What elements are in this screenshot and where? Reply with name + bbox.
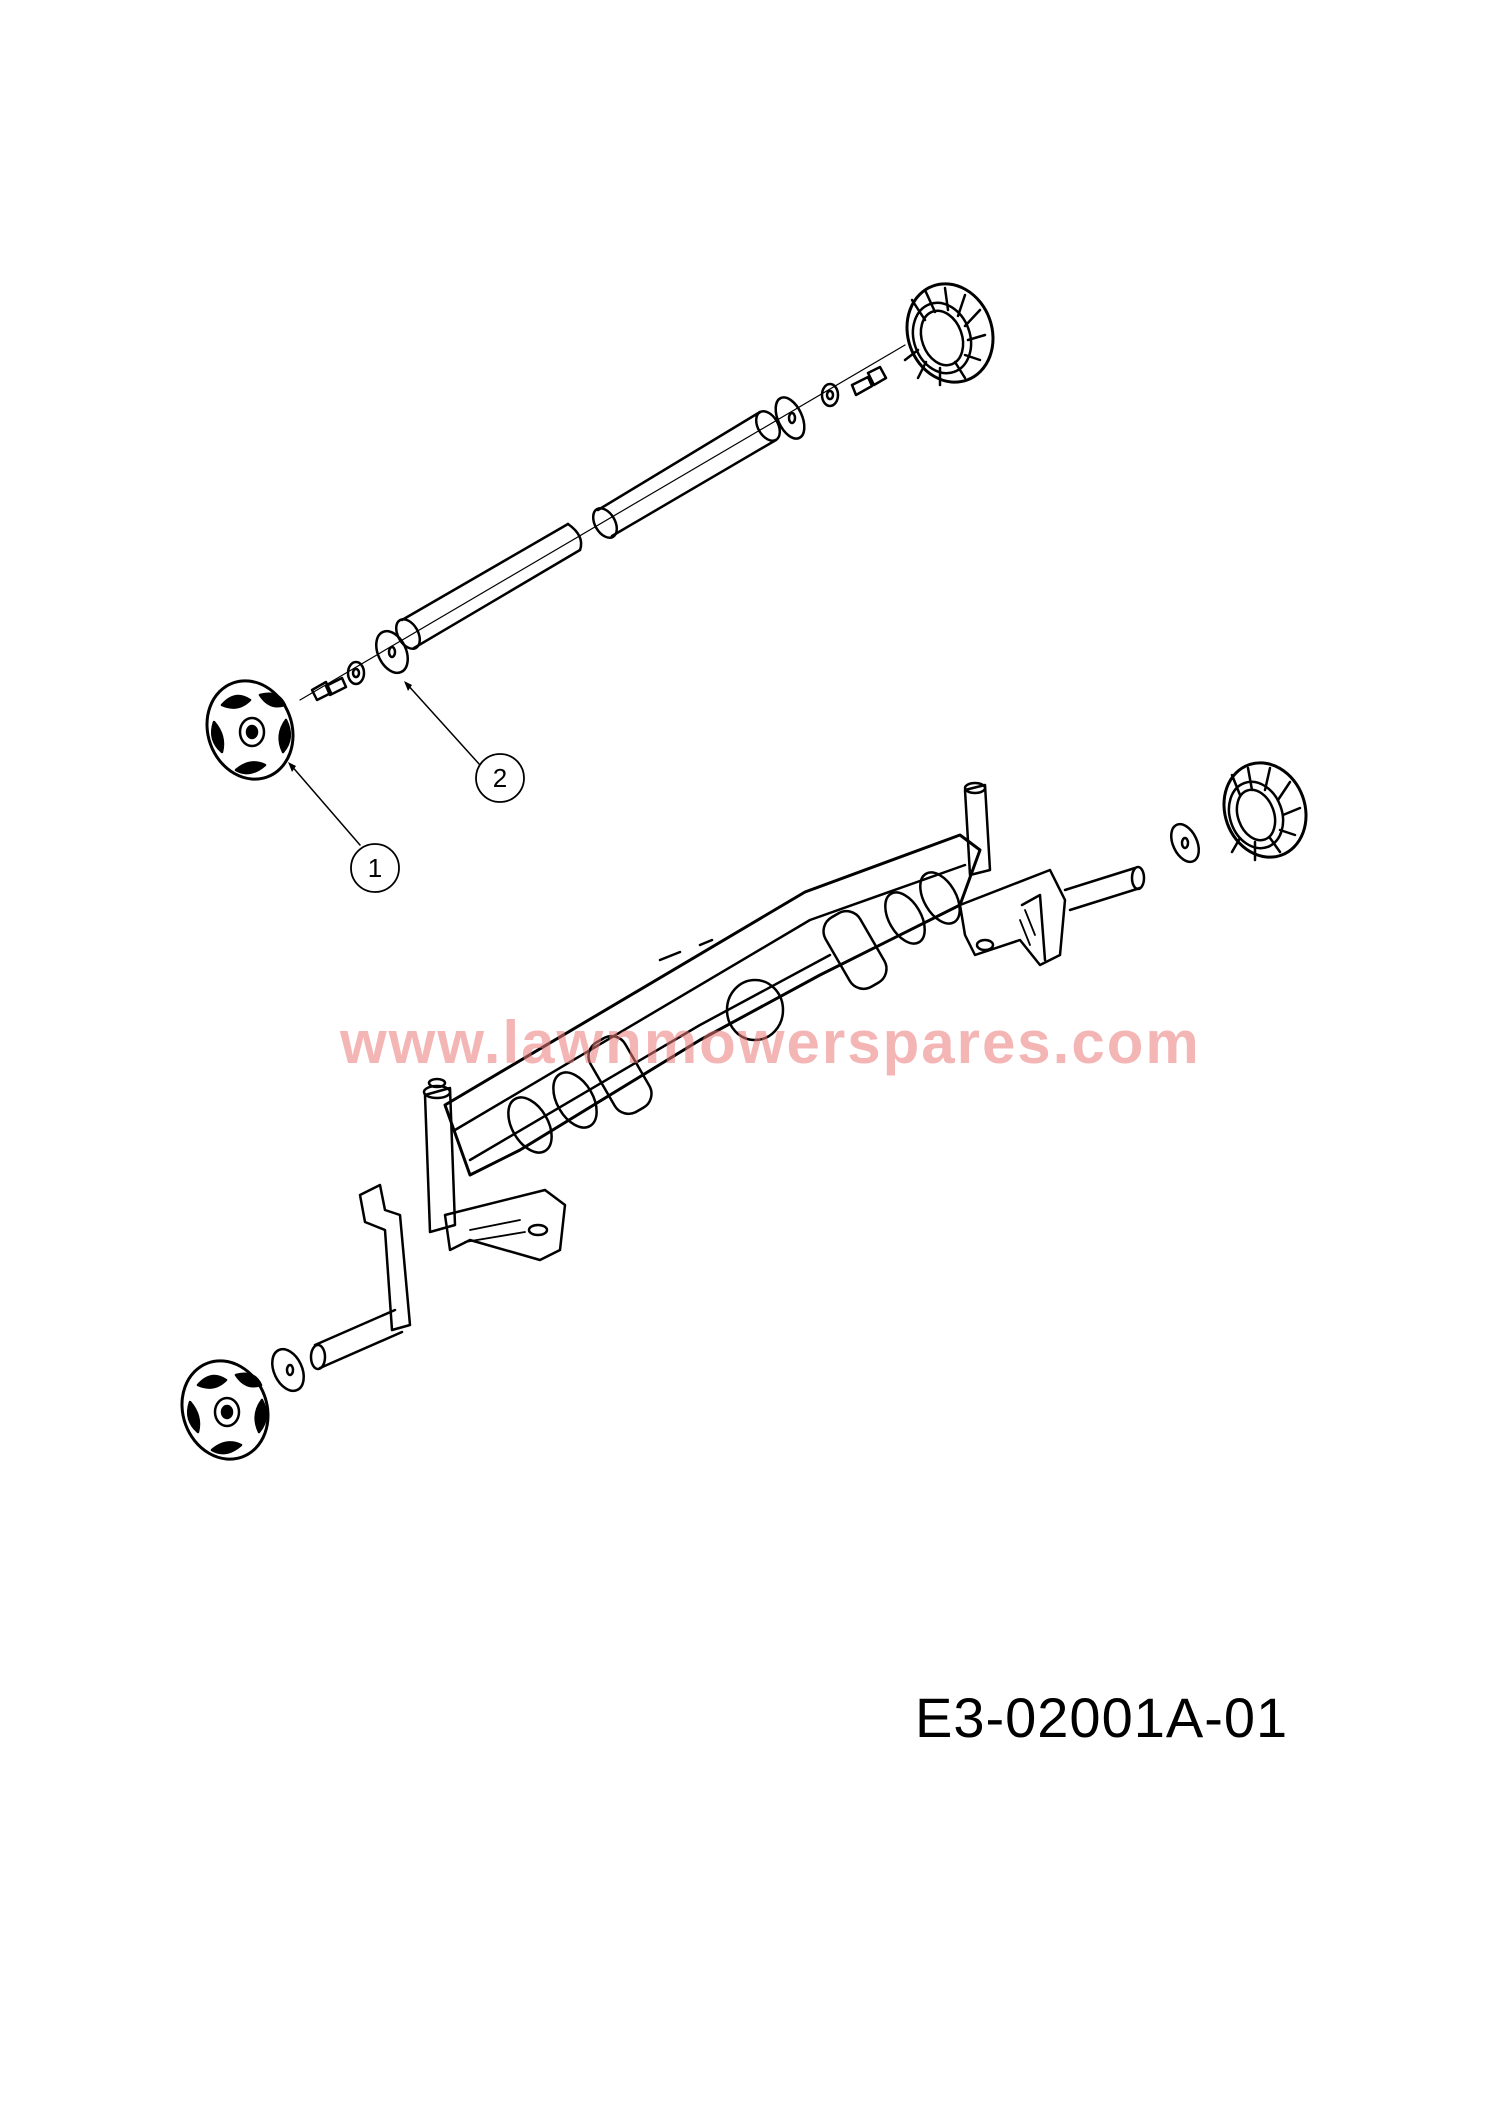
callout-1[interactable] [350, 843, 400, 893]
hub-cap-upper-right [903, 282, 995, 387]
beam-cutout-2 [552, 1071, 598, 1129]
left-spindle [309, 1077, 567, 1371]
small-washer-right [820, 382, 840, 408]
watermark-text: www.lawnmowerspares.com [340, 1009, 1201, 1076]
axle-beam [443, 833, 982, 1177]
callout-1-number: 1 [368, 853, 382, 883]
callout-1-leader [289, 763, 361, 846]
large-washer-left [375, 629, 409, 675]
callout-2-number: 2 [493, 763, 507, 793]
washer-lower-left [271, 1347, 305, 1393]
callout-2-leader [405, 682, 481, 766]
washer-lower-right [1169, 822, 1201, 864]
callout-2[interactable] [475, 753, 525, 803]
axle-shaft-left [394, 522, 583, 650]
small-washer-left [346, 660, 366, 686]
bolt-left [310, 676, 348, 702]
large-washer-right [774, 396, 806, 440]
hub-cap-upper-left [205, 679, 295, 781]
beam-slot-1 [587, 1034, 653, 1116]
beam-cutout-1 [507, 1096, 553, 1154]
beam-slot-2 [822, 909, 888, 991]
bolt-right [850, 365, 888, 397]
beam-cutout-4 [919, 871, 961, 925]
hub-cap-lower-right [1222, 761, 1308, 862]
beam-round-hole [725, 978, 785, 1042]
front-axle-assembly [180, 761, 1308, 1461]
beam-cutout-3 [884, 891, 926, 945]
diagram-code: E3-02001A-01 [915, 1686, 1289, 1749]
right-spindle [958, 781, 1146, 967]
upper-axle-assembly [205, 282, 995, 893]
hub-cap-lower-left [180, 1359, 270, 1461]
axle-shaft-right [591, 410, 782, 539]
